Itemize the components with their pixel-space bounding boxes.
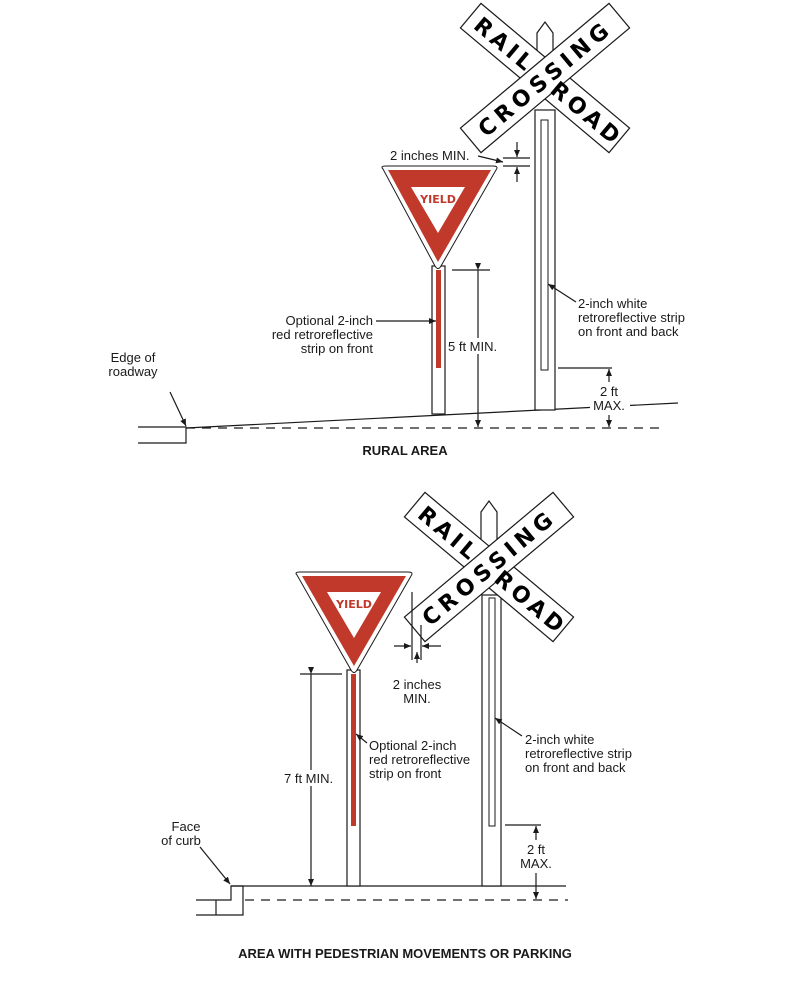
max-gap-label-line2: MAX. <box>593 398 625 413</box>
white-strip-label-line3: on front and back <box>578 324 679 339</box>
red-strip-label-line3: strip on front <box>369 766 442 781</box>
white-strip-label: 2-inch white <box>525 732 594 747</box>
pedestrian-area-panel: RAIL ROAD CROSSING YIELD 2 inches MIN. <box>161 491 632 961</box>
red-strip-label: Optional 2-inch <box>369 738 456 753</box>
max-gap-label-line2: MAX. <box>520 856 552 871</box>
max-gap-label: 2 ft <box>600 384 618 399</box>
white-strip-label-line2: retroreflective strip <box>578 310 685 325</box>
pedestrian-area-title: AREA WITH PEDESTRIAN MOVEMENTS OR PARKIN… <box>238 946 572 961</box>
white-strip-label-line2: retroreflective strip <box>525 746 632 761</box>
crossbuck-text-road: ROAD <box>545 77 627 152</box>
max-gap-label: 2 ft <box>527 842 545 857</box>
white-retroreflective-strip <box>488 597 496 827</box>
height-label: 7 ft MIN. <box>284 771 333 786</box>
yield-assembly: YIELD <box>381 165 498 415</box>
clearance-label: 2 inches MIN. <box>390 148 469 163</box>
roadway-edge <box>138 426 187 444</box>
face-of-curb-label-line2: of curb <box>161 833 201 848</box>
white-strip-label: 2-inch white <box>578 296 647 311</box>
rural-area-title: RURAL AREA <box>362 443 448 458</box>
yield-text: YIELD <box>419 193 456 206</box>
red-strip-label-line2: red retroreflective <box>272 327 373 342</box>
clearance-label: 2 inches <box>393 677 442 692</box>
red-retroreflective-strip <box>351 674 356 826</box>
white-retroreflective-strip <box>540 119 549 371</box>
yield-text: YIELD <box>335 598 372 611</box>
red-strip-label-line3: strip on front <box>301 341 374 356</box>
height-label: 5 ft MIN. <box>448 339 497 354</box>
curb <box>196 885 244 916</box>
edge-of-roadway-label-line2: roadway <box>108 364 158 379</box>
white-strip-label-line3: on front and back <box>525 760 626 775</box>
rural-area-panel: RAIL ROAD CROSSING YIELD 2 inches MIN. <box>108 2 685 458</box>
face-of-curb-label: Face <box>172 819 201 834</box>
edge-of-roadway-label: Edge of <box>111 350 156 365</box>
red-strip-label: Optional 2-inch <box>286 313 373 328</box>
clearance-label-line2: MIN. <box>403 691 430 706</box>
red-strip-label-line2: red retroreflective <box>369 752 470 767</box>
red-retroreflective-strip <box>436 270 441 368</box>
yield-assembly: YIELD <box>295 571 413 887</box>
